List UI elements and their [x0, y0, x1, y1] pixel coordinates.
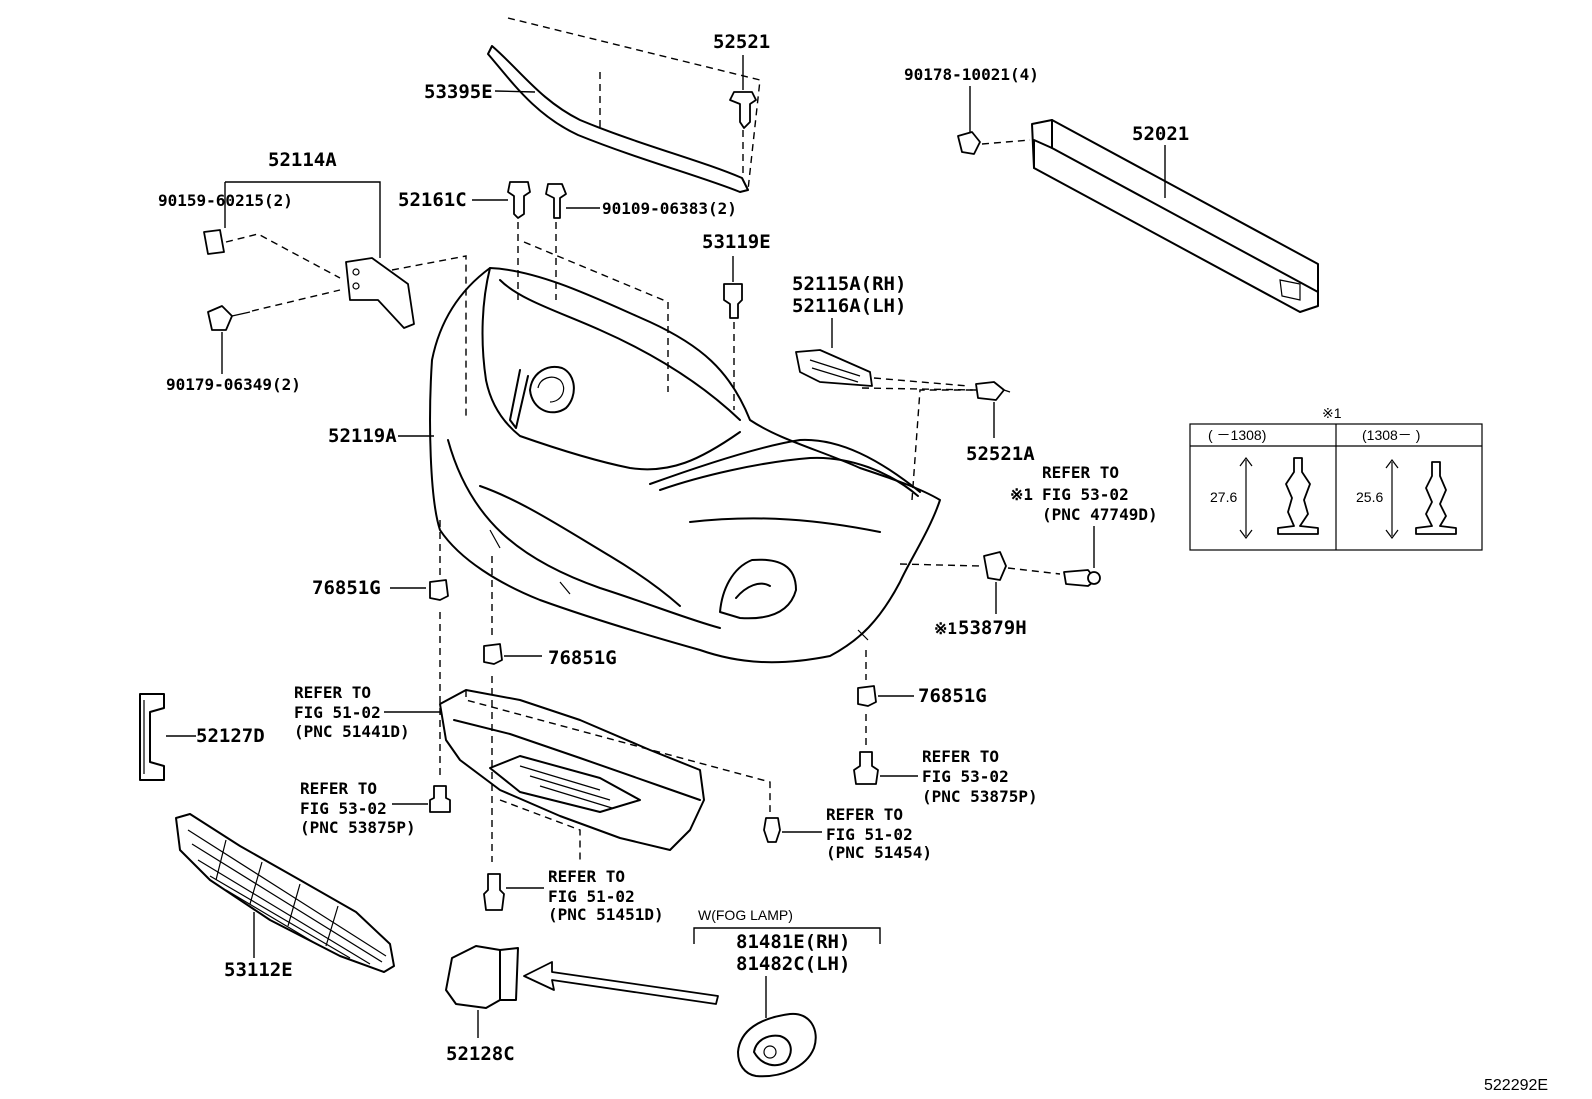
label-52521: 52521: [713, 31, 770, 53]
ref-51451-line2: FIG 51-02: [548, 887, 635, 906]
label-52128C: 52128C: [446, 1043, 515, 1065]
ref-51441-line2: FIG 51-02: [294, 703, 381, 722]
ref-53875-right-line2: FIG 53-02: [922, 767, 1009, 786]
note-mark-53879H: ※1: [934, 619, 957, 638]
ref-51441-line1: REFER TO: [294, 683, 371, 702]
label-52021: 52021: [1132, 123, 1189, 145]
part-53875P-left-bolt-drawing: [392, 785, 451, 813]
bracket-52114A-leader: [225, 181, 381, 258]
ref-51451-line1: REFER TO: [548, 867, 625, 886]
part-52161C-drawing: [472, 181, 669, 392]
part-90159-clip-drawing: [203, 229, 341, 279]
label-81481E-RH: 81481E(RH): [736, 931, 850, 953]
part-53879H-drawing: [983, 551, 1061, 614]
part-53875P-right-bolt-drawing: [853, 751, 918, 785]
label-52127D: 52127D: [196, 725, 265, 747]
label-52114A: 52114A: [268, 149, 337, 171]
ref-47749-line1: REFER TO: [1042, 463, 1119, 482]
inset-col-left: ( －1308): [1208, 427, 1266, 443]
part-52021-drawing: [1031, 119, 1319, 313]
part-52128C-drawing: [445, 945, 519, 1038]
label-90159-60215: 90159-60215(2): [158, 191, 293, 210]
ref-51441-line3: (PNC 51441D): [294, 722, 410, 741]
part-90109-bolt-drawing: [545, 183, 600, 300]
ref-51454-line2: FIG 51-02: [826, 825, 913, 844]
ref-47749-line3: (PNC 47749D): [1042, 505, 1158, 524]
inset-col-right: (1308－ ): [1362, 427, 1420, 443]
ref-53875-right-line1: REFER TO: [922, 747, 999, 766]
label-fog-lamp: W(FOG LAMP): [698, 907, 793, 923]
ref-53875-right-line3: (PNC 53875P): [922, 787, 1038, 806]
ref-53875-left-line1: REFER TO: [300, 779, 377, 798]
mounting-dash-lines: [439, 520, 867, 862]
label-53112E: 53112E: [224, 959, 293, 981]
ref-51454-line1: REFER TO: [826, 805, 903, 824]
part-90179-bolt-drawing: [207, 289, 341, 374]
part-52127D-drawing: [139, 693, 196, 781]
ref-47749-line2: FIG 53-02: [1042, 485, 1129, 504]
part-76851G-c-drawing: [857, 685, 914, 707]
diagram-id: 522292E: [1484, 1077, 1548, 1094]
part-52115A-drawing: [795, 318, 969, 387]
label-52521A: 52521A: [966, 443, 1035, 465]
part-51451D-bolt-drawing: [483, 873, 544, 911]
part-76851G-a-drawing: [390, 579, 449, 601]
part-53112E-grille-drawing: [175, 813, 395, 973]
arrow-to-52128C: [523, 961, 719, 1005]
part-52521-drawing: [729, 55, 757, 178]
part-52114A-drawing: [345, 255, 467, 420]
label-53395E: 53395E: [424, 81, 493, 103]
label-52161C: 52161C: [398, 189, 467, 211]
label-90109-06383: 90109-06383(2): [602, 199, 737, 218]
part-90178-nut-drawing: [957, 86, 1031, 155]
label-53119E: 53119E: [702, 231, 771, 253]
label-52119A: 52119A: [328, 425, 397, 447]
part-47749D-clip-drawing: [1063, 526, 1101, 587]
ref-53875-left-line3: (PNC 53875P): [300, 818, 416, 837]
part-53395E-drawing: [487, 17, 761, 193]
label-76851G-b: 76851G: [548, 647, 617, 669]
label-52115A-RH: 52115A(RH): [792, 273, 906, 295]
inset-dim-left: 27.6: [1210, 489, 1237, 505]
part-51441D-undercover-drawing: [439, 689, 771, 860]
ref-53875-left-line2: FIG 53-02: [300, 799, 387, 818]
inset-title: ※1: [1322, 405, 1342, 421]
label-52116A-LH: 52116A(LH): [792, 295, 906, 317]
part-51454-clip-drawing: [763, 817, 822, 843]
label-90178-10021: 90178-10021(4): [904, 65, 1039, 84]
label-90179-06349: 90179-06349(2): [166, 375, 301, 394]
label-81482C-LH: 81482C(LH): [736, 953, 850, 975]
part-81481E-fog-cover-drawing: [737, 1012, 817, 1078]
part-52521A-drawing: [975, 381, 1011, 438]
part-52119A-bumper-drawing: [429, 267, 981, 664]
inset-dim-right: 25.6: [1356, 489, 1383, 505]
ref-51454-line3: (PNC 51454): [826, 843, 932, 862]
label-76851G-c: 76851G: [918, 685, 987, 707]
ref-51451-line3: (PNC 51451D): [548, 905, 664, 924]
note-mark-47749: ※1: [1010, 485, 1033, 504]
inset-table: ※1 ( －1308) (1308－ ) 27.6 25.6: [1189, 405, 1483, 551]
part-76851G-b-drawing: [483, 643, 542, 665]
label-53879H: 53879H: [958, 617, 1027, 639]
part-53119E-drawing: [723, 256, 743, 410]
label-76851G-a: 76851G: [312, 577, 381, 599]
